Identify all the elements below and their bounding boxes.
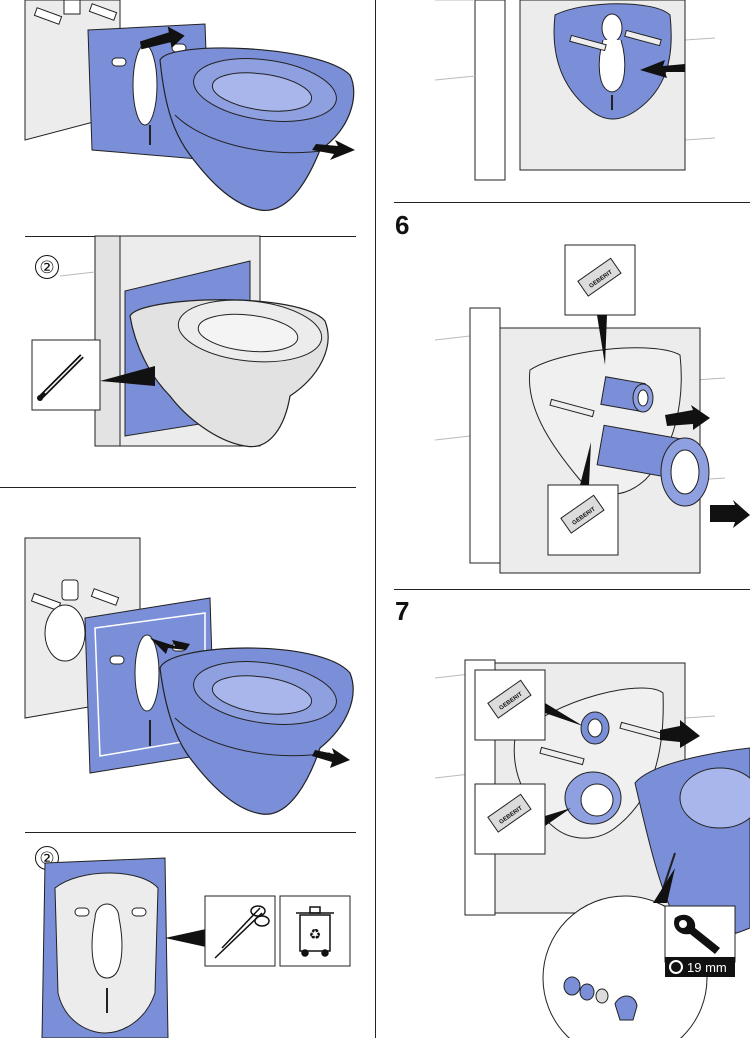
arrow-icon — [640, 60, 685, 78]
illustration-step7-fit: GEBERIT GEBERIT — [434, 659, 750, 1038]
column-divider — [375, 0, 376, 1038]
substep-label: ② — [39, 257, 55, 277]
arrow-icon — [665, 405, 710, 430]
svg-text:♻: ♻ — [309, 927, 322, 943]
arrow-icon — [660, 720, 700, 748]
arrow-icon — [312, 748, 350, 768]
arrow-icon — [710, 500, 750, 528]
wrench-size-label: 19 mm — [665, 957, 735, 977]
lubricant-tag-box-top — [564, 244, 636, 316]
illustration-mark-outline — [31, 235, 329, 448]
nut-icon — [669, 960, 683, 974]
scissors-icon-box — [204, 895, 276, 967]
divider-right-1 — [394, 202, 750, 203]
step-number-6: 6 — [395, 210, 410, 240]
drain-connector-large — [596, 424, 710, 507]
illustration-remove-mat — [24, 537, 354, 815]
step-number-7: 7 — [395, 596, 410, 626]
illustration-cut-mat: ♻ — [41, 857, 351, 1038]
arrow-icon — [312, 140, 355, 160]
substep-2-top: ② — [35, 255, 59, 279]
illustration-mat-on-frame — [434, 0, 716, 181]
substep-label: ② — [39, 848, 55, 868]
arrow-icon — [139, 26, 185, 50]
drain-pipe-small — [580, 711, 610, 745]
arrow-icon — [150, 638, 190, 654]
illustration-step6-pipes: GEBERIT GEBERIT — [434, 244, 750, 574]
divider-left-3 — [25, 832, 356, 833]
wrench-icon — [674, 914, 720, 954]
recycle-bin-icon: ♻ — [296, 906, 334, 957]
illustration-toilet-mount-top — [24, 0, 355, 211]
drain-pipe-small — [600, 376, 654, 413]
divider-left-2 — [0, 487, 356, 488]
wrench-size-text: 19 mm — [687, 959, 727, 975]
pencil-icon — [37, 350, 88, 401]
drain-connector-large — [564, 771, 622, 825]
fixing-hardware — [563, 976, 638, 1021]
scissors-icon — [214, 905, 270, 959]
divider-right-2 — [394, 589, 750, 590]
